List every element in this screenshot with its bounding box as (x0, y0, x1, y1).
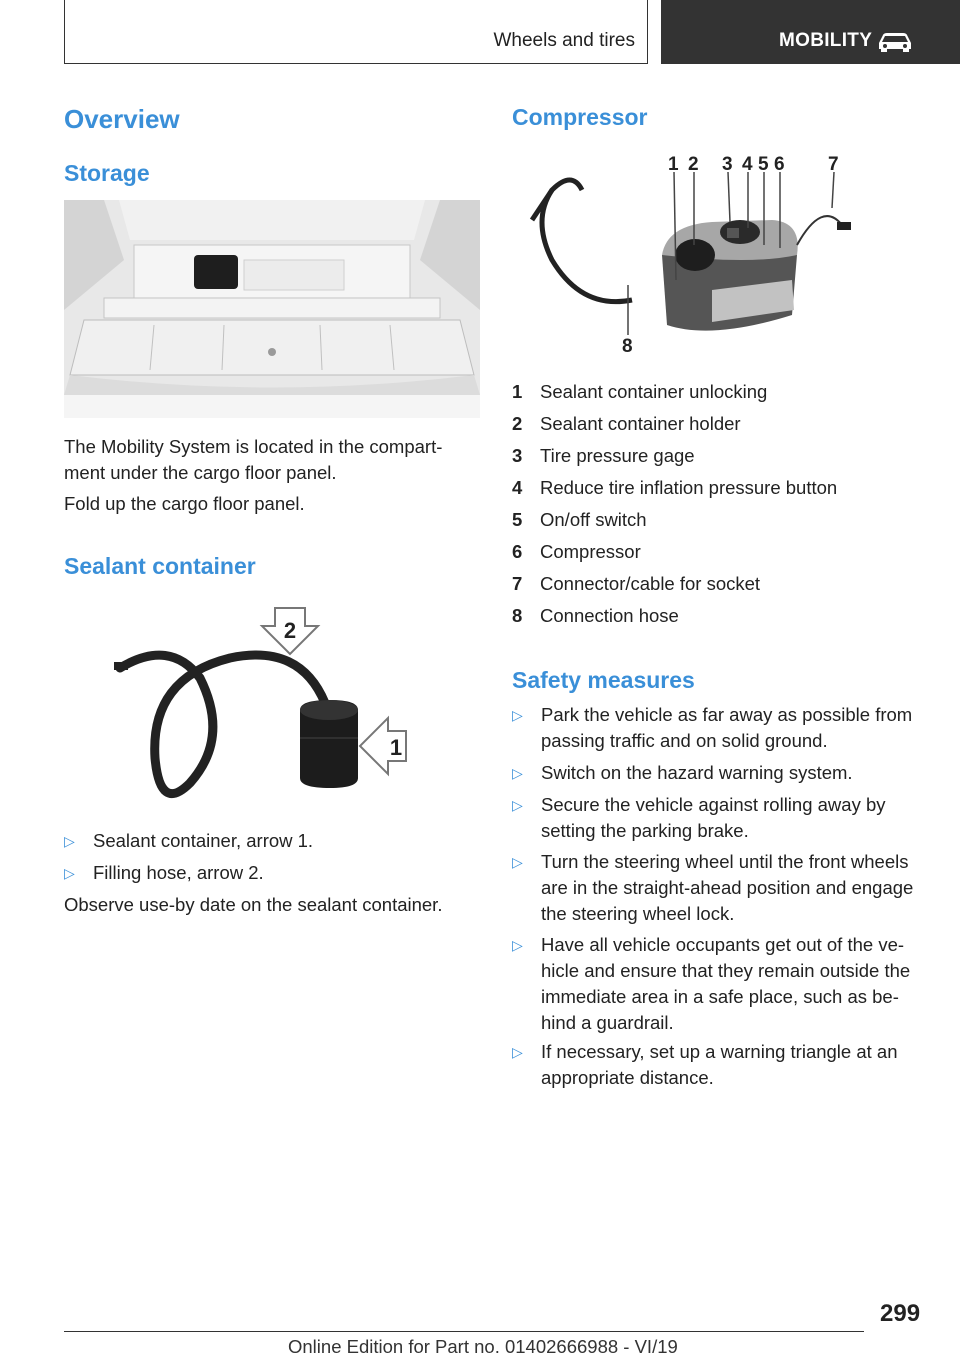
compressor-fig-label-6: 6 (774, 154, 785, 175)
bullet-triangle-icon: ▷ (512, 937, 523, 953)
overview-title: Overview (64, 104, 180, 134)
list-item: ▷ Turn the steering wheel until the fron… (512, 851, 914, 924)
list-item: ▷ If necessary, set up a warning triangl… (512, 1041, 898, 1088)
footer-divider (64, 1331, 864, 1332)
header-section-box: Wheels and tires (64, 0, 648, 64)
bullet-triangle-icon: ▷ (64, 865, 75, 881)
list-item: ▷ Sealant container, arrow 1. (64, 828, 484, 854)
list-item: ▷ Secure the vehicle against rolling awa… (512, 794, 886, 841)
bullet-triangle-icon: ▷ (512, 707, 523, 723)
compressor-fig-label-2: 2 (688, 154, 699, 175)
list-item: ▷ Filling hose, arrow 2. (64, 860, 484, 886)
page-number: 299 (880, 1300, 921, 1327)
sealant-note: Observe use-by date on the sealant conta… (64, 894, 443, 915)
bullet-triangle-icon: ▷ (512, 797, 523, 813)
bullet-triangle-icon: ▷ (512, 1044, 523, 1060)
list-item: ▷ Have all vehicle occupants get out of … (512, 934, 911, 1033)
compressor-fig-label-1: 1 (668, 154, 679, 175)
compressor-fig-label-8: 8 (622, 336, 633, 357)
sealant-container-title: Sealant container (64, 553, 256, 579)
compressor-title: Compressor (512, 104, 648, 130)
list-item: ▷ Park the vehicle as far away as possib… (512, 704, 913, 751)
storage-title: Storage (64, 160, 150, 186)
compressor-fig-label-4: 4 (742, 154, 753, 175)
compressor-fig-label-3: 3 (722, 154, 733, 175)
car-icon (879, 33, 911, 52)
sealant-container-figure: 2 1 (114, 607, 407, 799)
header-chapter-title: MOBILITY (779, 30, 873, 51)
bullet-triangle-icon: ▷ (512, 765, 523, 781)
compressor-fig-label-7: 7 (828, 154, 839, 175)
header-section-title: Wheels and tires (493, 30, 635, 51)
edition-footer: Online Edition for Part no. 01402666988 … (288, 1336, 678, 1357)
bullet-triangle-icon: ▷ (512, 854, 523, 870)
storage-text-2: Fold up the cargo floor panel. (64, 493, 305, 514)
sealant-fig-label-2: 2 (284, 618, 296, 643)
bullet-triangle-icon: ▷ (64, 833, 75, 849)
cargo-area-photo (64, 200, 480, 418)
safety-measures-title: Safety measures (512, 667, 695, 693)
sealant-fig-label-1: 1 (390, 735, 402, 760)
list-item: ▷ Switch on the hazard warning system. (512, 760, 932, 786)
compressor-fig-label-5: 5 (758, 154, 769, 175)
compressor-figure: 1 2 3 4 5 6 7 8 (529, 154, 851, 357)
storage-text-1: The Mobility System is located in the co… (64, 436, 443, 483)
header-chapter-box: MOBILITY (661, 0, 960, 64)
